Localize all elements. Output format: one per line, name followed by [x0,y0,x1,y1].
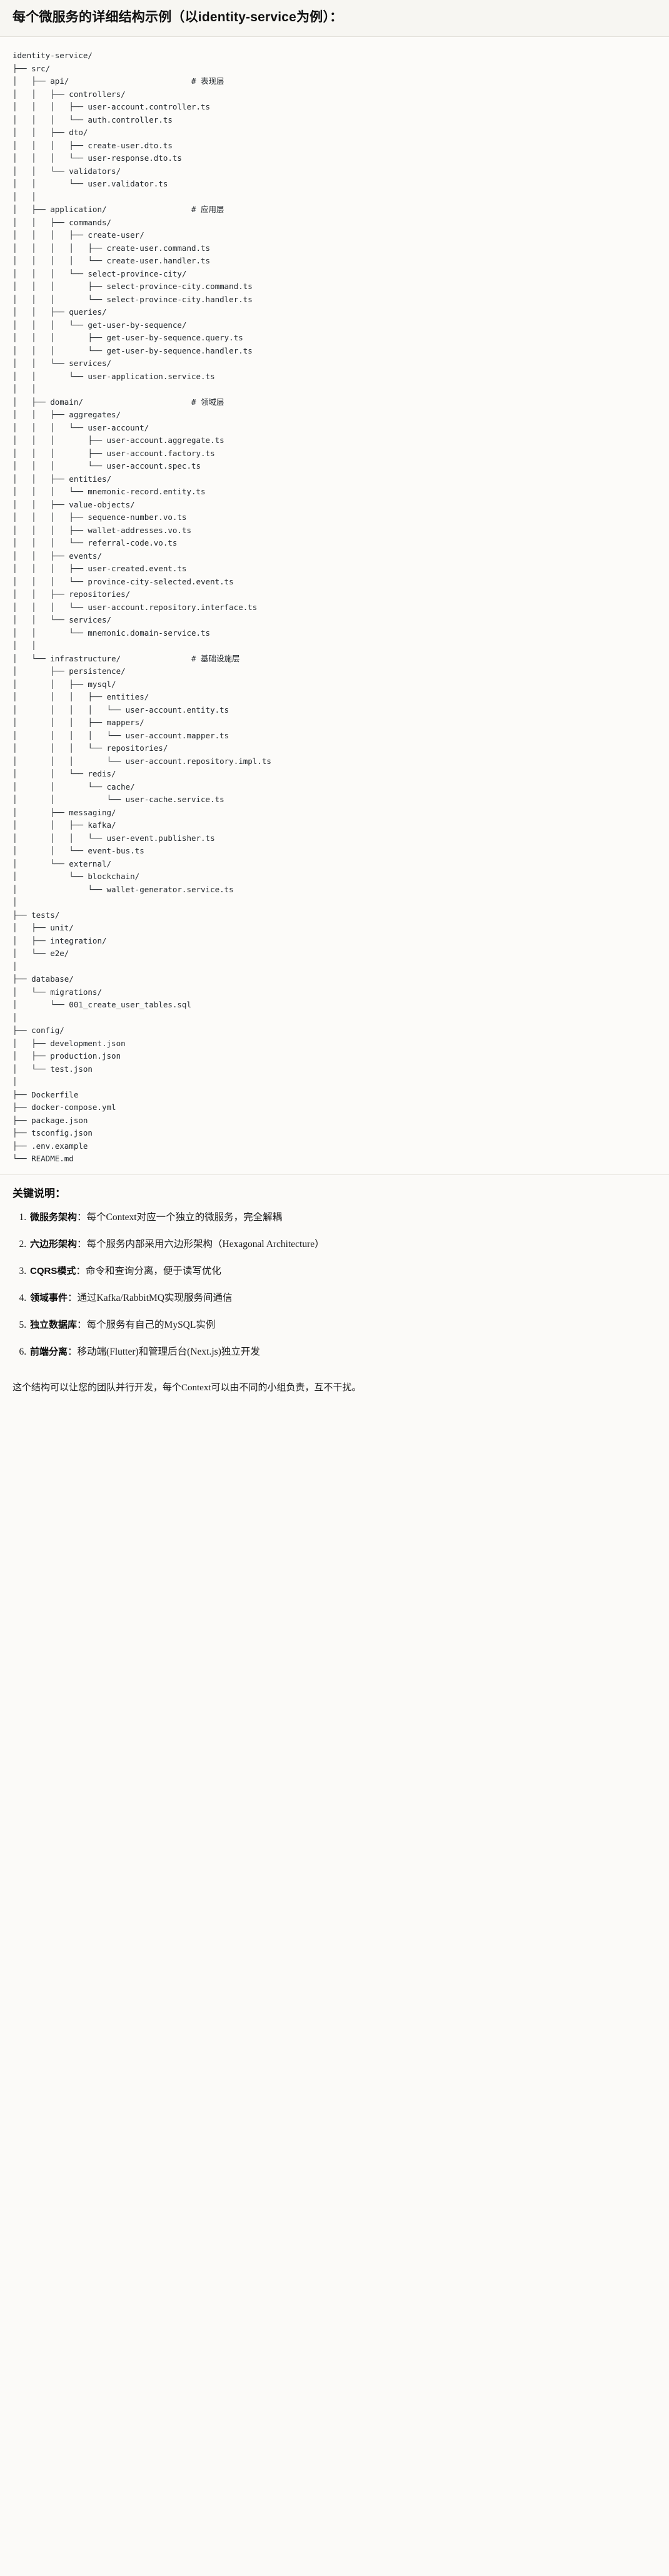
list-item: CQRS模式：命令和查询分离，便于读写优化 [29,1264,656,1279]
note-term: CQRS模式 [30,1265,76,1276]
note-term: 六边形架构 [30,1238,78,1250]
directory-tree-block: identity-service/ ├── src/ │ ├── api/ # … [0,37,669,1175]
note-term: 微服务架构 [30,1211,78,1223]
note-separator: ： [77,1319,87,1330]
note-description: 每个服务有自己的MySQL实例 [86,1319,216,1330]
list-item: 独立数据库：每个服务有自己的MySQL实例 [29,1318,656,1333]
document-page: 每个微服务的详细结构示例（以identity-service为例）： ident… [0,0,669,1409]
key-notes-list: 微服务架构：每个Context对应一个独立的微服务，完全解耦 六边形架构：每个服… [13,1210,656,1360]
note-description: 通过Kafka/RabbitMQ实现服务间通信 [77,1292,233,1303]
list-item: 微服务架构：每个Context对应一个独立的微服务，完全解耦 [29,1210,656,1225]
directory-tree: identity-service/ ├── src/ │ ├── api/ # … [13,51,271,1164]
note-description: 每个服务内部采用六边形架构（Hexagonal Architecture） [86,1238,324,1250]
note-term: 前端分离 [30,1346,68,1357]
note-term: 领域事件 [30,1292,68,1303]
note-description: 移动端(Flutter)和管理后台(Next.js)独立开发 [77,1346,260,1357]
key-notes-section: 关键说明： 微服务架构：每个Context对应一个独立的微服务，完全解耦 六边形… [0,1174,669,1377]
note-separator: ： [68,1292,78,1303]
list-item: 领域事件：通过Kafka/RabbitMQ实现服务间通信 [29,1291,656,1306]
closing-paragraph: 这个结构可以让您的团队并行开发，每个Context可以由不同的小组负责，互不干扰… [0,1376,669,1409]
note-description: 命令和查询分离，便于读写优化 [85,1265,221,1276]
note-separator: ： [77,1238,87,1250]
note-separator: ： [77,1211,87,1223]
list-item: 六边形架构：每个服务内部采用六边形架构（Hexagonal Architectu… [29,1237,656,1252]
list-item: 前端分离：移动端(Flutter)和管理后台(Next.js)独立开发 [29,1345,656,1360]
page-title: 每个微服务的详细结构示例（以identity-service为例）： [0,0,669,38]
note-description: 每个Context对应一个独立的微服务，完全解耦 [86,1211,283,1223]
key-notes-title: 关键说明： [13,1187,66,1199]
note-separator: ： [76,1265,86,1276]
note-separator: ： [68,1346,78,1357]
note-term: 独立数据库 [30,1319,78,1330]
